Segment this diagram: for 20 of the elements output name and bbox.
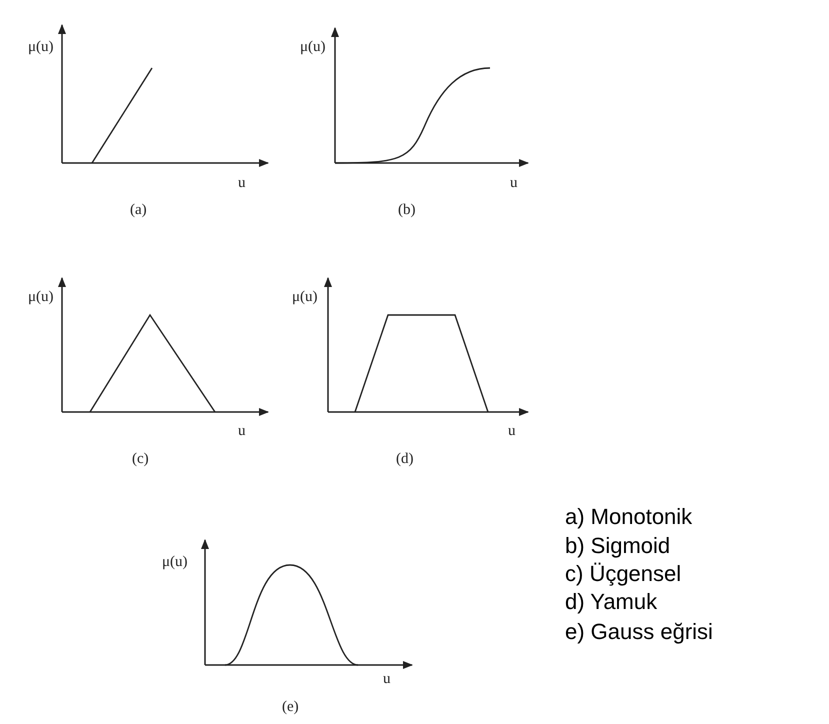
axis-label: μ(u): [28, 290, 54, 305]
axis-label: μ(u): [292, 290, 318, 305]
plot-caption: (a): [130, 203, 147, 218]
legend-text: d) Yamuk: [565, 591, 658, 613]
axis-label: μ(u): [28, 40, 54, 55]
plot-caption: (b): [398, 203, 416, 218]
axis-label: u: [510, 176, 518, 191]
legend-text: b) Sigmoid: [565, 535, 670, 557]
legend-text: e) Gauss eğrisi: [565, 621, 713, 643]
axis-label: μ(u): [162, 555, 188, 570]
axis-label: u: [383, 672, 390, 687]
plot-caption: (e): [282, 700, 299, 715]
plot-caption: (d): [396, 452, 414, 467]
axis-label: u: [238, 424, 246, 439]
axis-label: u: [238, 176, 246, 191]
legend-text: c) Üçgensel: [565, 563, 682, 585]
plot-caption: (c): [132, 452, 149, 467]
axis-label: u: [508, 424, 516, 439]
axis-label: μ(u): [300, 40, 326, 55]
legend-text: a) Monotonik: [565, 506, 692, 528]
